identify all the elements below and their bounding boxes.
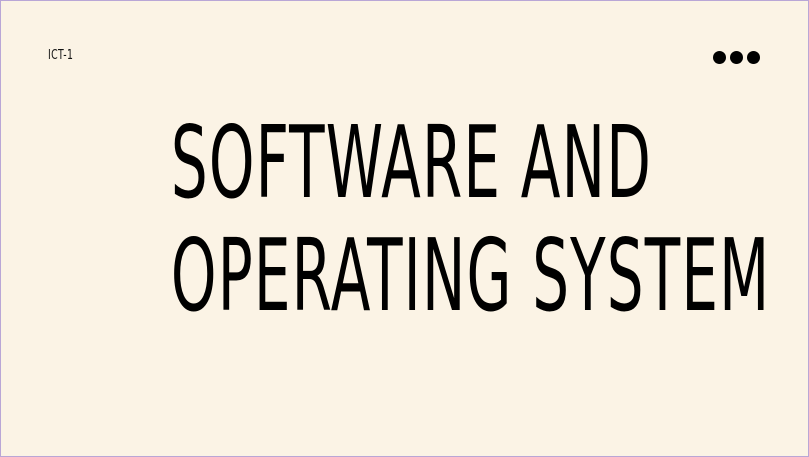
course-code: ICT-1 — [48, 48, 74, 63]
dot-icon — [730, 51, 743, 64]
title-line-2: OPERATING SYSTEM — [170, 217, 771, 334]
dot-icon — [713, 51, 726, 64]
title-line-1: SOFTWARE AND — [170, 104, 653, 221]
slide-title: SOFTWARE AND OPERATING SYSTEM — [1, 104, 808, 337]
more-dots-icon — [713, 51, 760, 64]
dot-icon — [747, 51, 760, 64]
